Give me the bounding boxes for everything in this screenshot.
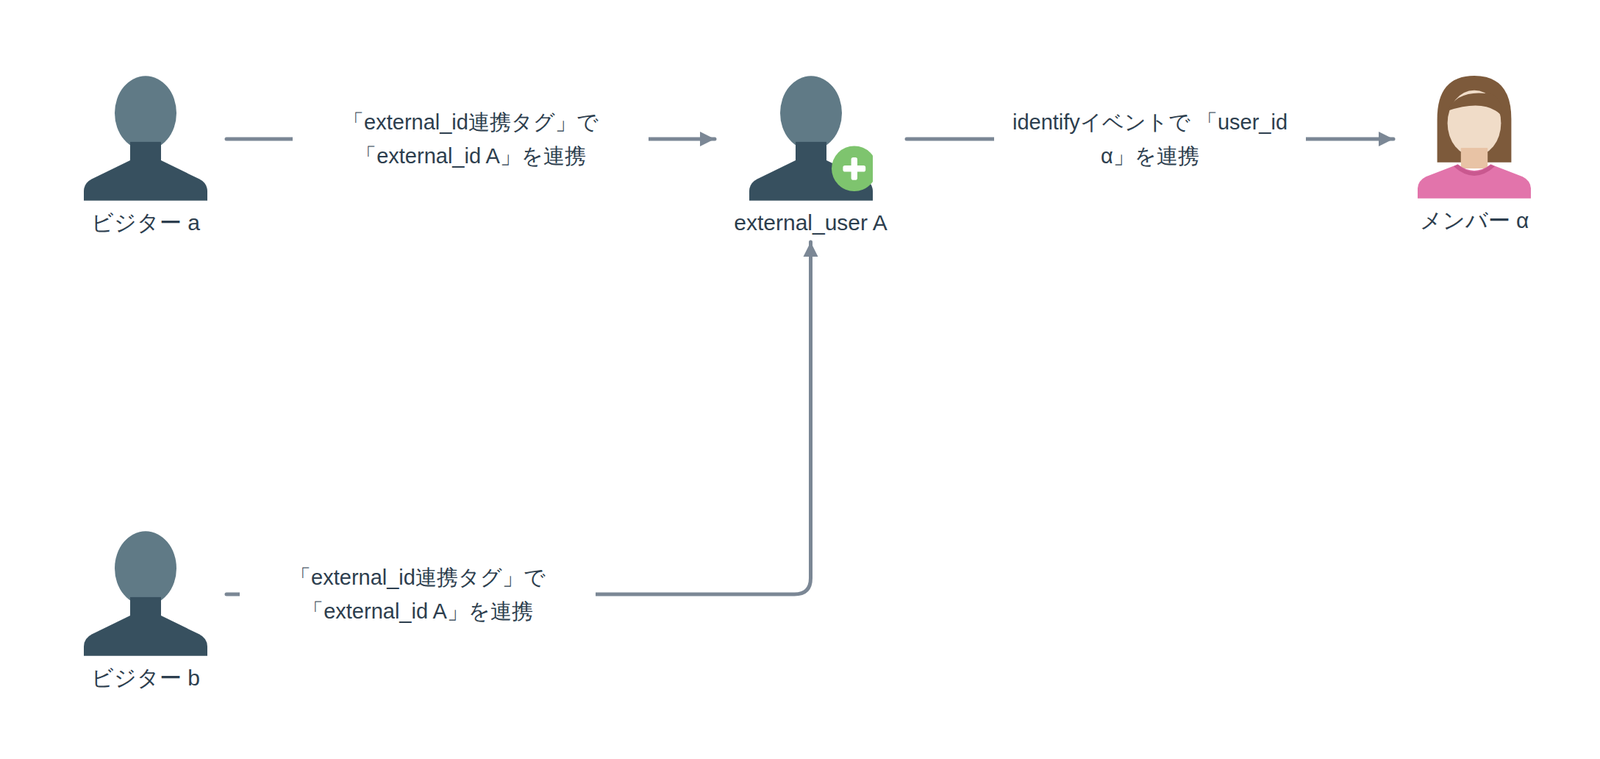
person-node: ビジター a (77, 75, 214, 237)
connector-arrow (226, 241, 819, 595)
connector-line (226, 241, 812, 595)
edge-label: identifyイベントで 「user_id α」を連携 (994, 105, 1306, 173)
person-node: external_user A (727, 75, 894, 237)
person-label: ビジター b (77, 664, 214, 692)
person-label: メンバー α (1406, 207, 1542, 234)
person-icon (83, 530, 208, 656)
arrow-head (700, 131, 715, 147)
person-icon (749, 75, 873, 201)
edge-label: 「external_id連携タグ」で 「external_id A」を連携 (292, 105, 649, 173)
arrow-head (1378, 131, 1394, 147)
person-label: ビジター a (77, 209, 214, 237)
person-label: external_user A (727, 209, 894, 237)
person-icon (83, 75, 208, 201)
person-node: メンバー α (1406, 73, 1542, 234)
person-node: ビジター b (77, 530, 214, 692)
edge-label: 「external_id連携タグ」で 「external_id A」を連携 (239, 560, 596, 628)
person-icon (1412, 73, 1537, 199)
arrow-head (803, 241, 819, 257)
